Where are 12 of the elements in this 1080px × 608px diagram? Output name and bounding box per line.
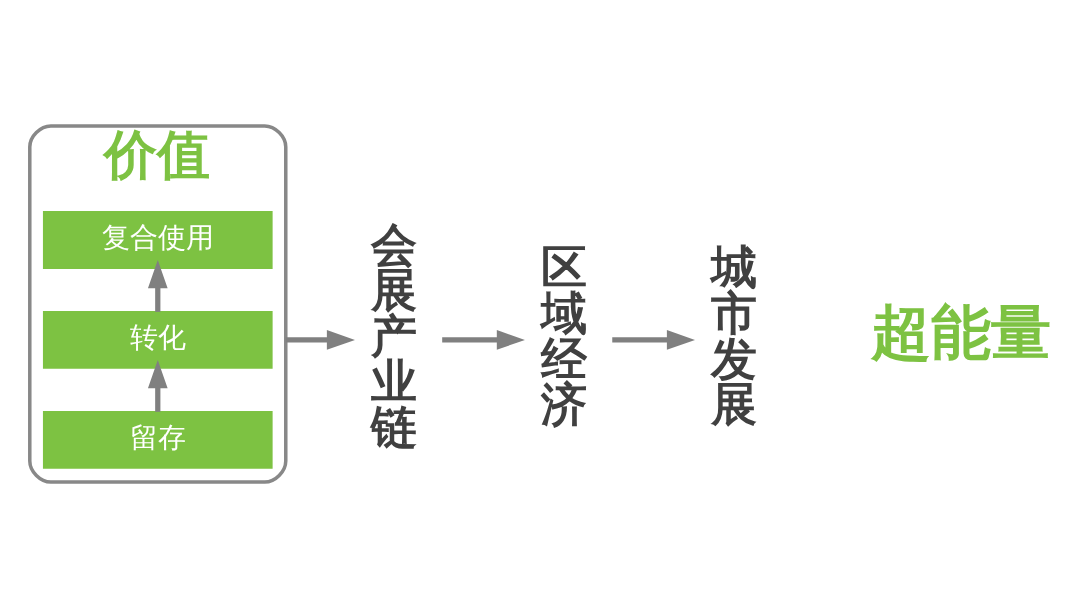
arrow bbox=[285, 330, 355, 350]
arrow bbox=[442, 330, 525, 350]
arrow bbox=[612, 330, 695, 350]
node-text: 超能量 bbox=[871, 298, 1052, 368]
arrow bbox=[147, 260, 168, 312]
arrow bbox=[147, 360, 168, 412]
node-box: 留存 bbox=[42, 410, 273, 469]
node-box: 复合使用 bbox=[42, 211, 273, 269]
node-box: 转化 bbox=[42, 311, 273, 369]
node-text: 会展产业链 bbox=[370, 218, 417, 455]
node-text: 区域经济 bbox=[540, 241, 587, 432]
node-text: 城市发展 bbox=[710, 241, 757, 432]
